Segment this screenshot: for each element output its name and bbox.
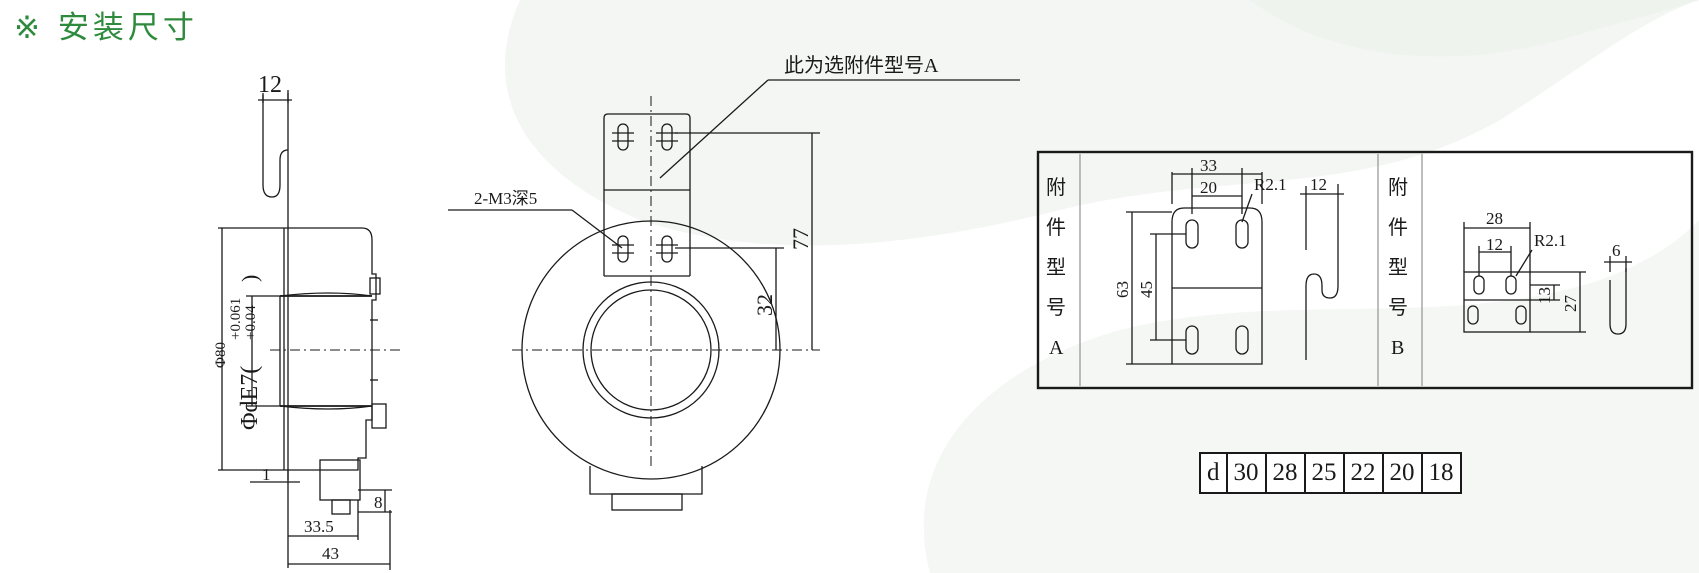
dim-tol-lower: +0.04	[243, 305, 259, 340]
label-b-char: 型	[1388, 256, 1408, 279]
dim-32-label: 32	[752, 294, 777, 316]
side-view: 12 Φ80 ΦdE7( +0.061 +0.04 ) 1	[213, 72, 400, 570]
a-dim-12: 12	[1310, 175, 1327, 194]
a-dim-33: 33	[1200, 156, 1217, 175]
b-dim-27: 27	[1561, 295, 1580, 313]
label-b-char: 号	[1388, 297, 1408, 319]
dim-tol-upper: +0.061	[228, 298, 244, 340]
label-a-char: 号	[1046, 297, 1066, 319]
label-a-char: A	[1049, 337, 1064, 359]
a-dim-20: 20	[1200, 178, 1217, 197]
size-table: d 30 28 25 22 20 18	[1199, 452, 1462, 494]
dim-77-label: 77	[788, 228, 813, 250]
b-dim-13: 13	[1535, 287, 1554, 304]
table-row: d 30 28 25 22 20 18	[1199, 452, 1462, 494]
label-b-char: B	[1391, 337, 1404, 359]
front-view: 77 32 此为选附件型号A 2-M3深5	[448, 54, 1020, 511]
label-a-char: 件	[1046, 216, 1066, 239]
size-table-cell: 30	[1225, 452, 1267, 494]
size-table-cell: 22	[1342, 452, 1384, 494]
label-b-char: 附	[1388, 176, 1408, 199]
bracket-b-drawing: 28 12 R2.1 13 27 6	[1463, 209, 1632, 335]
size-table-cell: 18	[1420, 452, 1462, 494]
size-table-cell: 20	[1381, 452, 1423, 494]
b-dim-6: 6	[1612, 241, 1621, 260]
label-b-char: 件	[1388, 216, 1408, 239]
size-table-header: d	[1199, 452, 1228, 494]
b-dim-12: 12	[1486, 235, 1503, 254]
b-dim-28: 28	[1486, 209, 1503, 228]
size-table-cell: 25	[1303, 452, 1345, 494]
dim-tol-close: )	[237, 275, 262, 282]
dim-43-label: 43	[322, 544, 339, 563]
dim-8-label: 8	[374, 493, 383, 512]
size-table-cell: 28	[1264, 452, 1306, 494]
callout-thread: 2-M3深5	[474, 189, 537, 208]
accessory-box: 附 件 型 号 A 附 件 型 号 B 33 20 R2.1	[1036, 150, 1694, 390]
b-radius: R2.1	[1534, 231, 1567, 250]
dim-phi80-label: Φ80	[213, 342, 229, 368]
a-radius: R2.1	[1254, 175, 1287, 194]
bracket-a-drawing: 33 20 R2.1 63 45 12	[1113, 156, 1344, 365]
label-a-char: 附	[1046, 176, 1066, 199]
dim-12-label: 12	[258, 72, 282, 98]
a-dim-63: 63	[1113, 281, 1132, 298]
dim-bore-label: ΦdE7(	[237, 366, 263, 430]
callout-bracket-a: 此为选附件型号A	[784, 54, 939, 77]
dim-33-5-label: 33.5	[304, 517, 334, 536]
page-title: ※ 安装尺寸	[14, 10, 198, 46]
a-dim-45: 45	[1137, 281, 1156, 298]
label-a-char: 型	[1046, 256, 1066, 279]
dim-1-label: 1	[262, 465, 271, 484]
